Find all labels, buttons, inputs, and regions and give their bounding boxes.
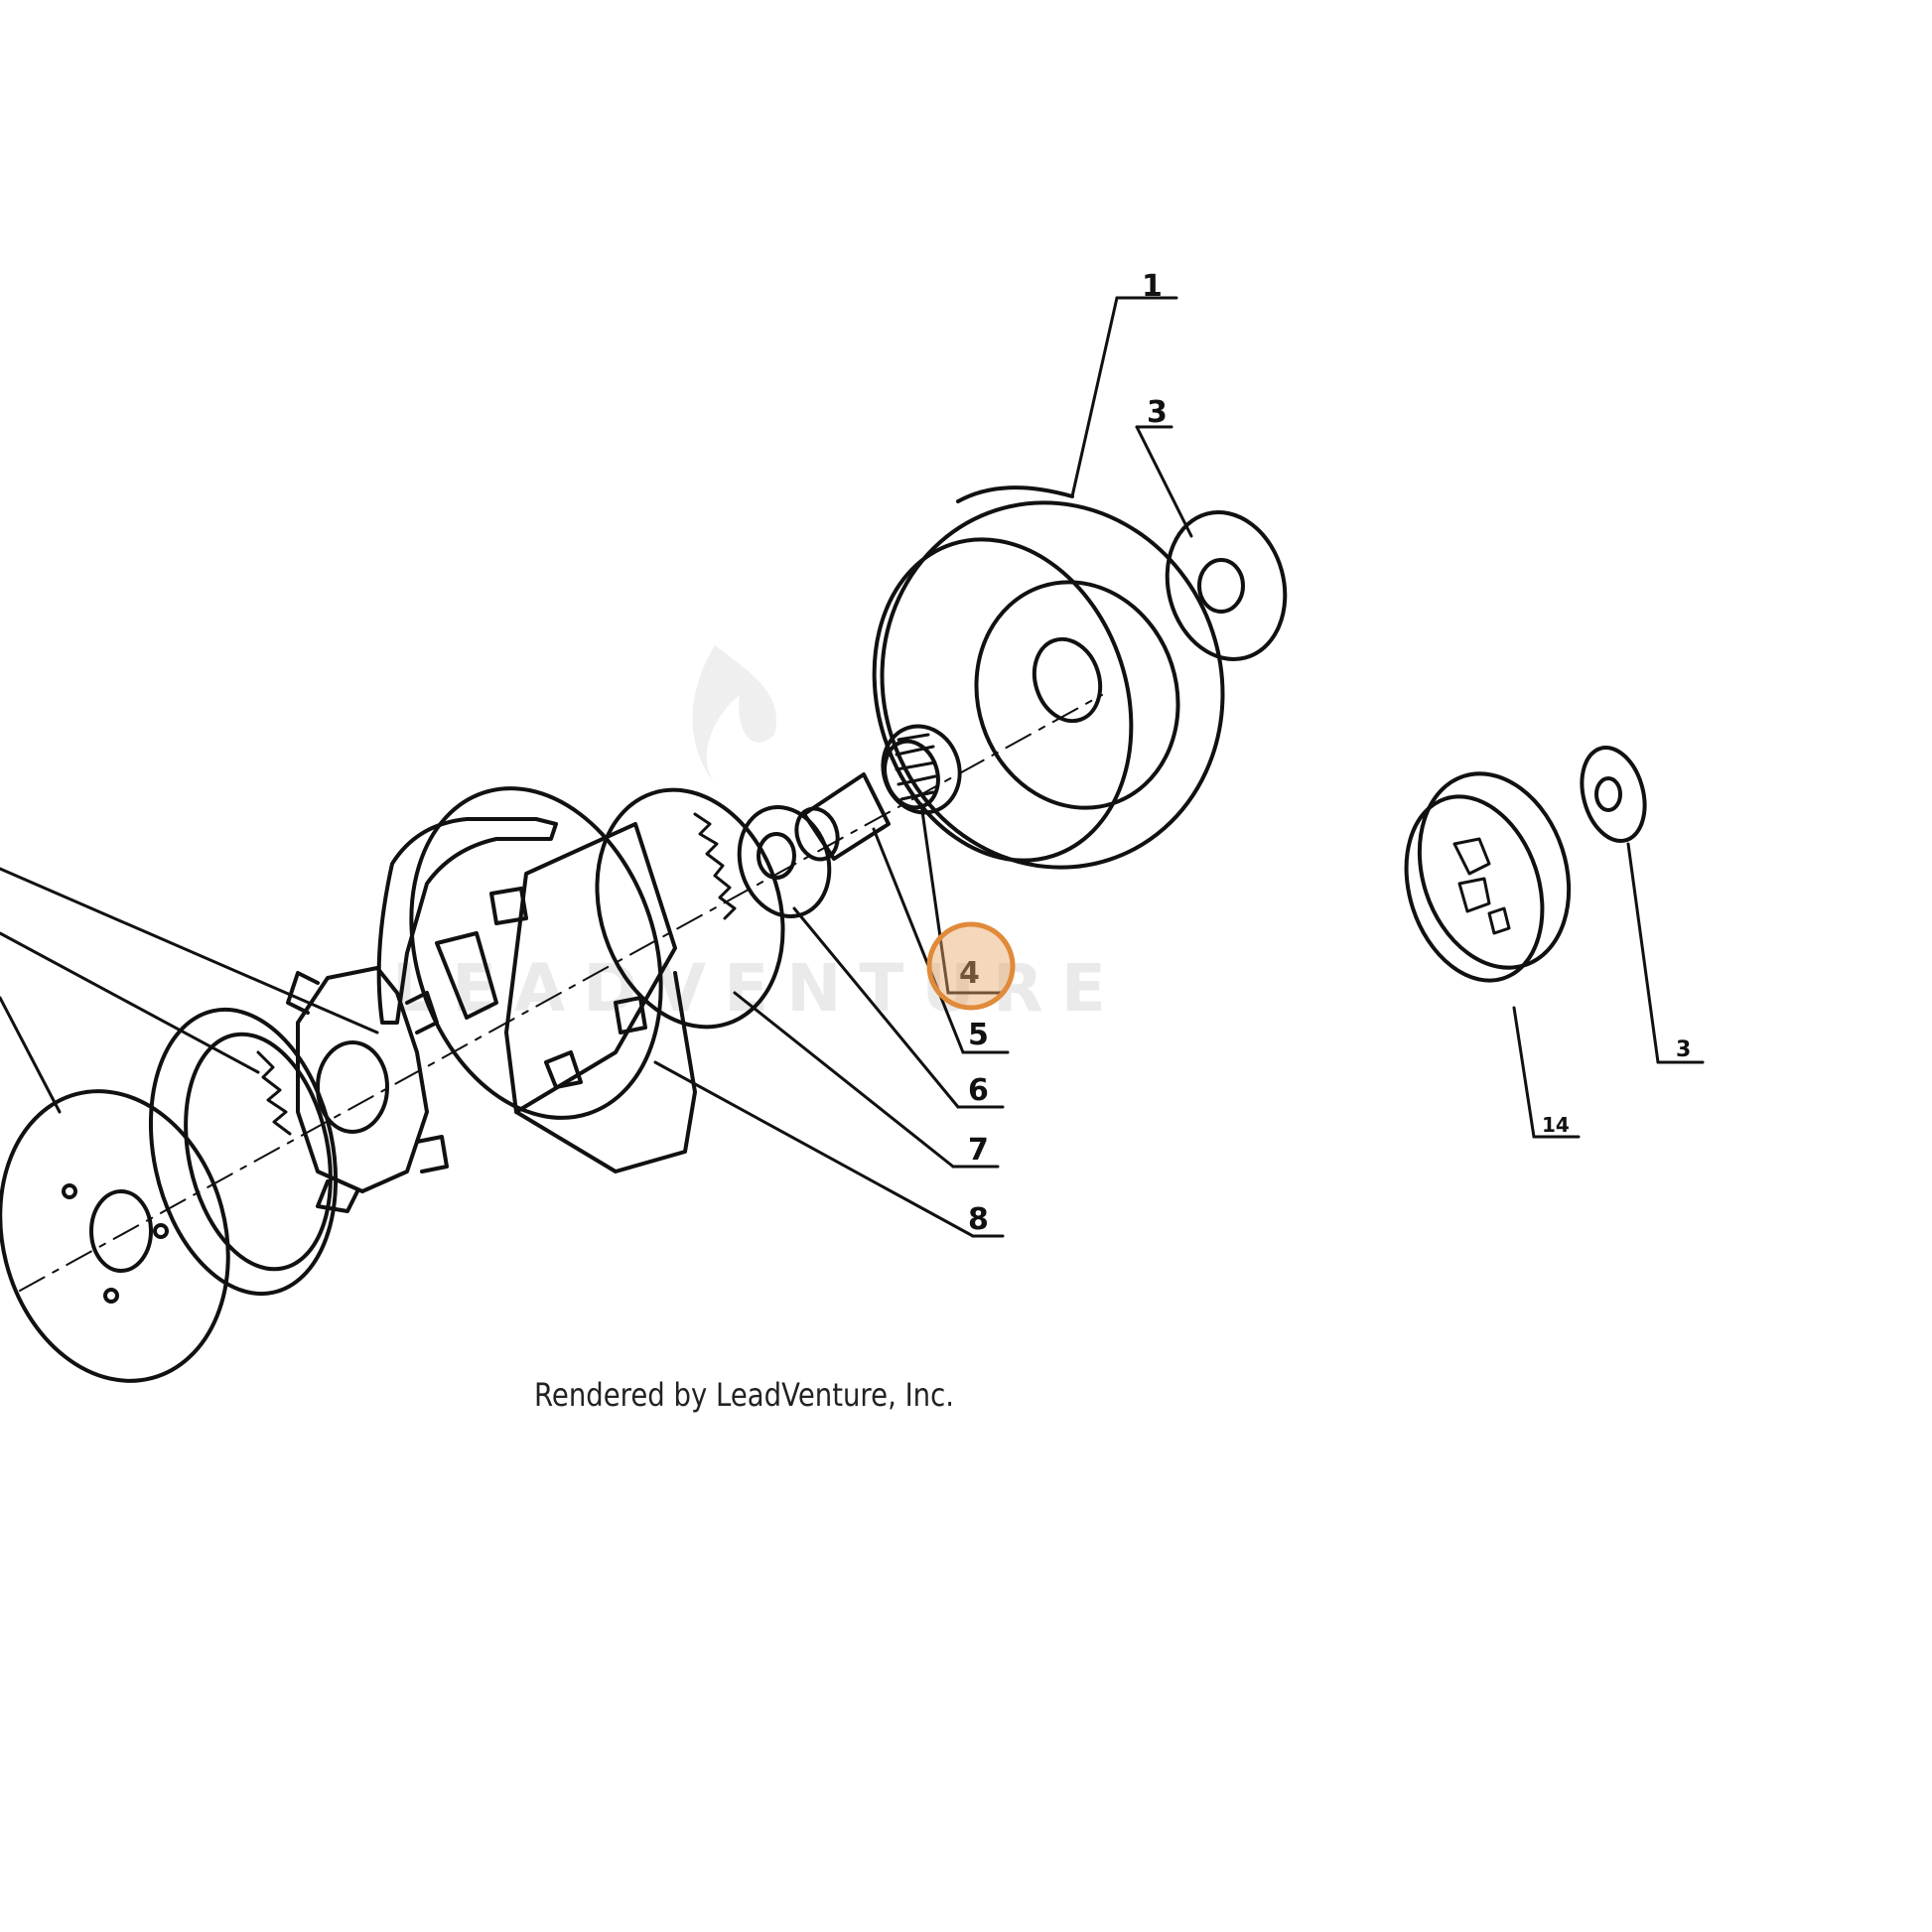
- part-label-3-top[interactable]: 3: [1147, 395, 1168, 430]
- clutch-drum: [872, 485, 1225, 870]
- part-label-14[interactable]: 14: [1542, 1113, 1570, 1137]
- washer-top: [1165, 510, 1288, 661]
- clutch-spring: [595, 787, 785, 1030]
- part-label-7[interactable]: 7: [968, 1133, 989, 1168]
- part-labels: 1 3 4 5 6 7 8 14 3: [959, 269, 1691, 1237]
- washer-inner: [737, 805, 832, 918]
- part-label-4[interactable]: 4: [959, 956, 980, 991]
- part-label-5[interactable]: 5: [968, 1018, 989, 1052]
- retainer-ring: [148, 1007, 339, 1297]
- part-label-6[interactable]: 6: [968, 1073, 989, 1108]
- highlight-marker[interactable]: [926, 921, 1016, 1011]
- rim-sprocket: [1404, 771, 1572, 983]
- part-label-8[interactable]: 8: [968, 1202, 989, 1237]
- clutch-plate: [0, 1089, 230, 1383]
- credit-text: Rendered by LeadVenture, Inc.: [534, 1376, 954, 1414]
- washer-right: [1580, 745, 1647, 844]
- flame-logo-icon: [692, 645, 776, 784]
- shaft-centerline: [19, 694, 1103, 1292]
- part-label-3-right[interactable]: 3: [1676, 1037, 1691, 1062]
- clutch-hub: [256, 966, 449, 1213]
- part-label-1[interactable]: 1: [1142, 269, 1163, 304]
- clutch-shoes: [376, 786, 697, 1173]
- leader-lines: [0, 296, 1705, 1238]
